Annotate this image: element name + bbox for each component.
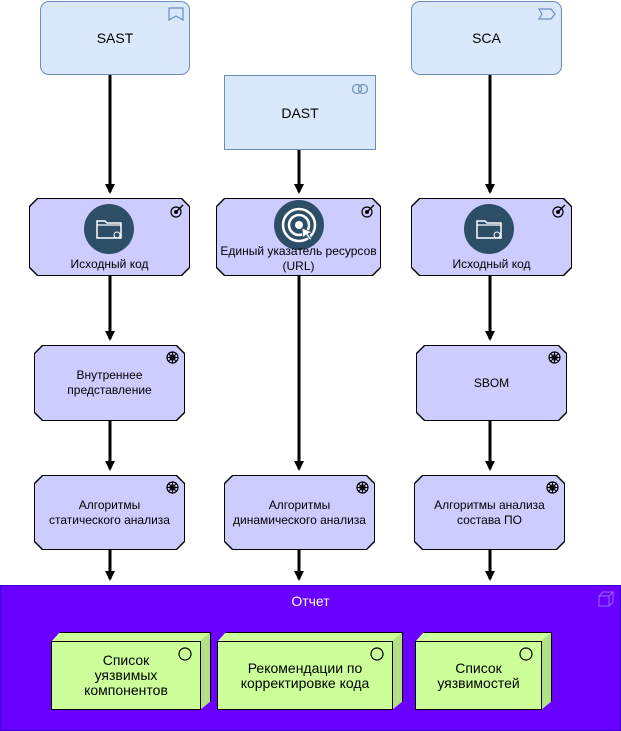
cube-icon — [598, 591, 614, 607]
circle-icon — [519, 647, 533, 661]
target-dart-icon — [361, 204, 375, 218]
sast-box[interactable]: SAST — [40, 1, 190, 75]
static-analysis-node[interactable]: Алгоритмы статического анализа — [34, 475, 185, 550]
interaction-circles-icon — [351, 83, 369, 95]
dast-url-label: Единый указатель ресурсов (URL) — [220, 244, 377, 273]
internal-representation-node[interactable]: Внутреннее представление — [34, 345, 185, 421]
gear-icon — [166, 481, 179, 494]
sast-source-node[interactable]: Исходный код — [29, 198, 190, 276]
target-cursor-icon — [274, 200, 324, 250]
report-item-label: Рекомендации по корректировке кода — [240, 659, 370, 691]
report-item-code-recommendations[interactable]: Рекомендации по корректировке кода — [217, 641, 393, 710]
static-analysis-label: Алгоритмы статического анализа — [49, 497, 170, 527]
folder-icon — [464, 204, 514, 254]
circle-icon — [370, 647, 384, 661]
cube-side-face — [541, 632, 552, 710]
report-container[interactable]: Отчет Список уязвимых компонентов Рекоме… — [0, 585, 621, 731]
gear-icon — [548, 351, 561, 364]
sast-label: SAST — [96, 30, 134, 46]
report-item-label: Список уязвимостей — [437, 659, 520, 691]
sca-source-node[interactable]: Исходный код — [411, 198, 572, 276]
target-dart-icon — [552, 204, 566, 218]
circle-icon — [178, 647, 192, 661]
report-item-label: Список уязвимых компонентов — [84, 652, 168, 698]
bookmark-icon — [168, 7, 184, 21]
report-title: Отчет — [291, 593, 330, 609]
gear-icon — [356, 481, 369, 494]
dast-url-node[interactable]: Единый указатель ресурсов (URL) — [216, 198, 381, 276]
sca-label: SCA — [472, 30, 501, 46]
sast-source-label: Исходный код — [70, 256, 149, 271]
report-item-vulnerable-components[interactable]: Список уязвимых компонентов — [51, 641, 201, 710]
composition-analysis-label: Алгоритмы анализа состава ПО — [434, 497, 545, 527]
dast-box[interactable]: DAST — [224, 75, 376, 150]
gear-icon — [546, 481, 559, 494]
sca-box[interactable]: SCA — [411, 1, 562, 75]
dynamic-analysis-node[interactable]: Алгоритмы динамического анализа — [224, 475, 375, 550]
folder-icon — [84, 204, 134, 254]
sca-source-label: Исходный код — [452, 256, 531, 271]
gear-icon — [166, 351, 179, 364]
cube-side-face — [200, 632, 211, 710]
report-item-vulnerabilities[interactable]: Список уязвимостей — [415, 641, 542, 710]
dast-label: DAST — [281, 104, 319, 121]
cube-side-face — [392, 632, 403, 710]
tag-icon — [538, 8, 556, 20]
dynamic-analysis-label: Алгоритмы динамического анализа — [233, 497, 366, 527]
target-dart-icon — [170, 204, 184, 218]
sbom-label: SBOM — [473, 375, 510, 390]
sbom-node[interactable]: SBOM — [416, 345, 567, 421]
internal-representation-label: Внутреннее представление — [67, 368, 152, 397]
composition-analysis-node[interactable]: Алгоритмы анализа состава ПО — [414, 475, 565, 550]
